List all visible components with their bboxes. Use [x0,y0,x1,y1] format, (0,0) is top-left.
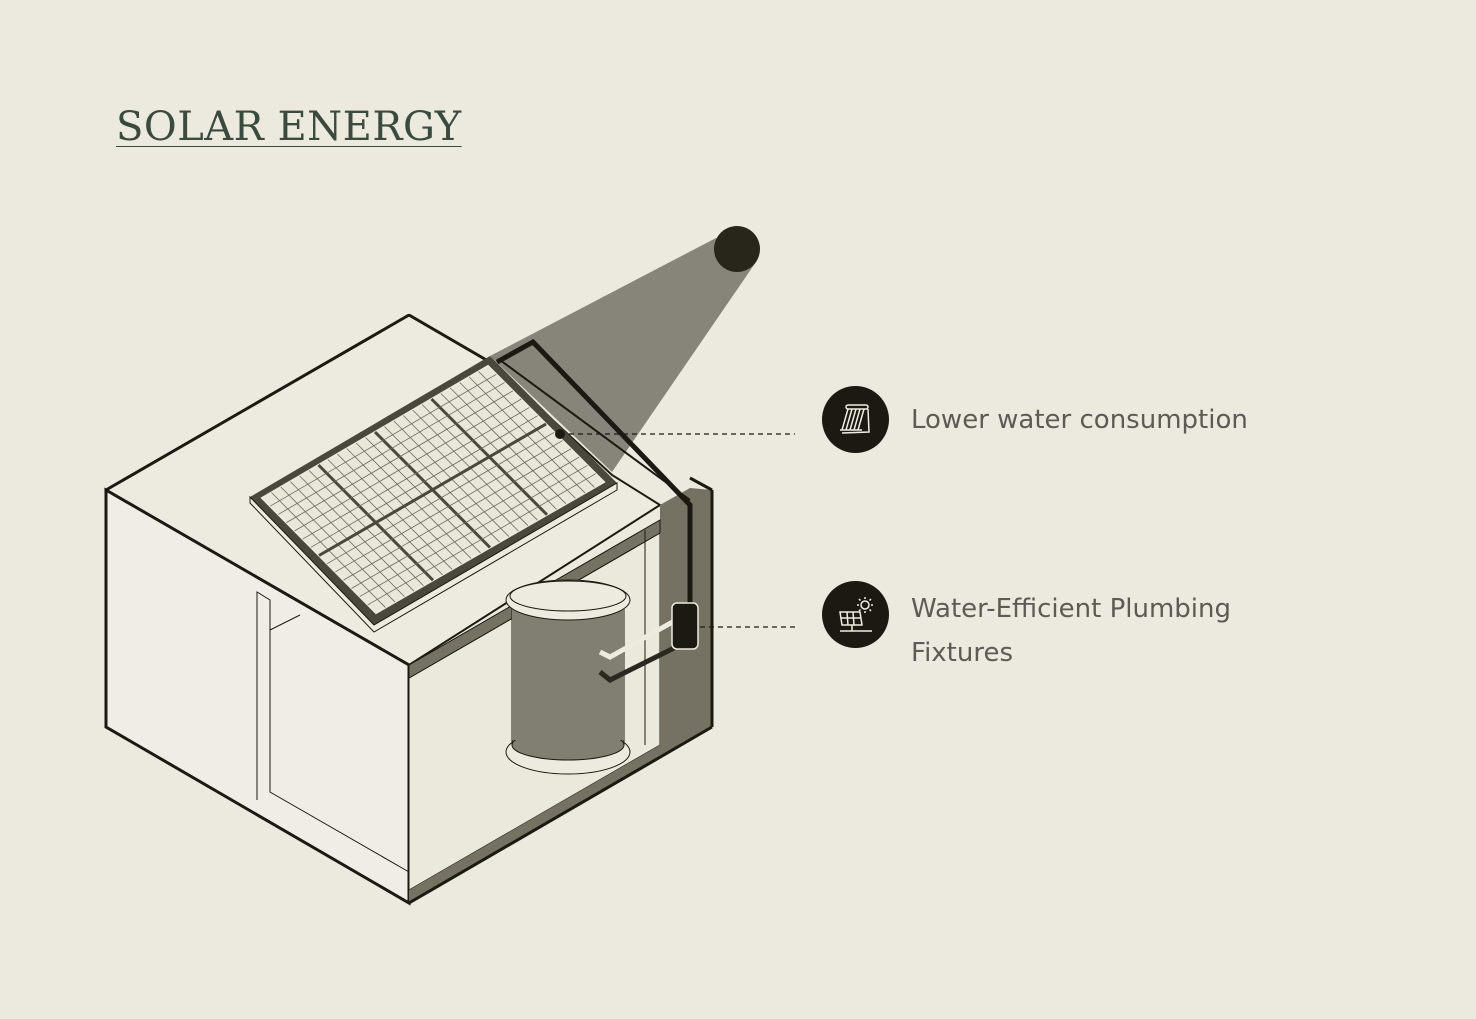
right-wall-outer [409,488,712,903]
panel-grid-line [269,373,497,507]
panel-grid-line [318,422,547,557]
left-opening [256,591,410,873]
panel-grid-line [367,473,596,606]
panel-grid-line [343,448,572,581]
panel-grid-line [326,431,555,565]
panel-grid-line [359,465,588,597]
panel-grid-line [278,382,505,515]
panel-grid-line [302,407,530,540]
sun [714,226,760,272]
feature-lower-water: Lower water consumption [822,386,1291,453]
panel-grid-line [286,390,514,523]
solar-panel-sun-icon [822,581,889,648]
feature-plumbing: Water-Efficient Plumbing Fixtures [822,581,1291,675]
conduit [495,338,693,610]
inverter-box [671,602,699,650]
page-title: SOLAR ENERGY [116,104,462,150]
solar-panel [249,356,618,633]
pipe-hot [598,612,687,660]
solar-water-heater-icon [822,386,889,453]
feature-label: Lower water consumption [911,405,1248,435]
panel-grid-line [351,456,580,589]
feature-label: Water-Efficient Plumbing Fixtures [911,594,1232,668]
panel-grid-line [310,415,538,548]
sun-ray-cone [490,238,756,472]
panel-grid-line [294,398,522,532]
pipe-cold [598,637,692,683]
panel-grid-line [335,440,563,573]
